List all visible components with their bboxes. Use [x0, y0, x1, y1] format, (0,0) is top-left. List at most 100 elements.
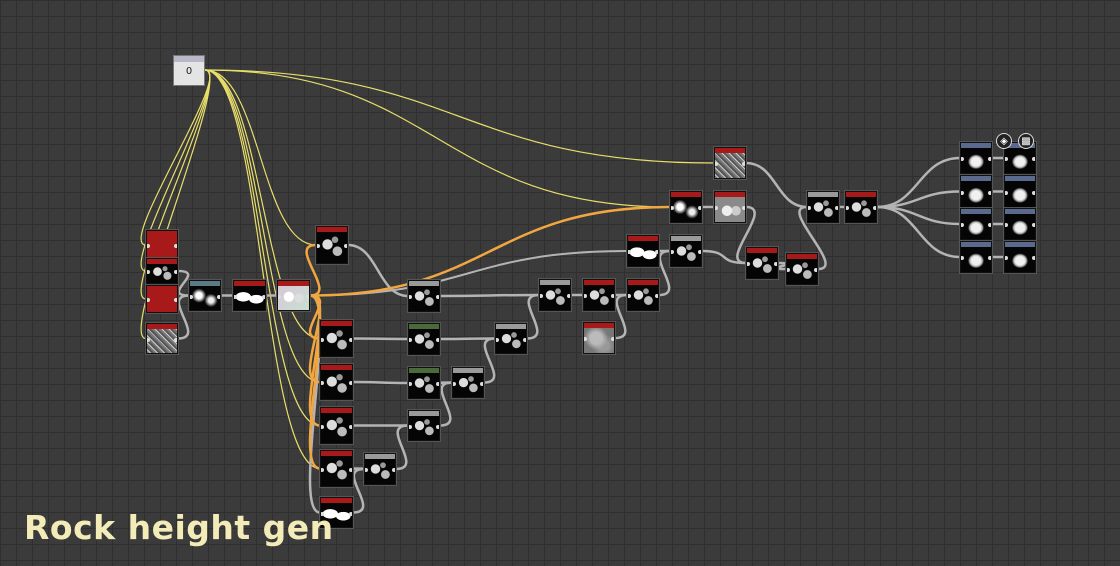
rock-variant-node-4-out-port[interactable]	[349, 424, 352, 429]
rock-variant-node-5[interactable]	[320, 450, 353, 487]
output-node-3-out-port[interactable]	[988, 223, 991, 227]
selected-wire-rock-variant-node-1[interactable]	[305, 243, 321, 297]
transform-node-2-out-port[interactable]	[436, 338, 439, 342]
transform-node-1-in-port[interactable]	[409, 295, 412, 299]
blend-node-4[interactable]	[539, 279, 571, 311]
output-node-4-out-port[interactable]	[988, 256, 991, 260]
preview-node-2-in-port[interactable]	[1005, 190, 1008, 195]
wire-blend-node-9-to-blend-node-10[interactable]	[798, 205, 827, 271]
blend-node-4-in-port[interactable]	[540, 294, 543, 298]
wire-noise-node-mid-to-blend-node-6[interactable]	[614, 293, 628, 340]
blend-node-2[interactable]	[364, 453, 396, 485]
input-node-top-out-port[interactable]	[174, 244, 177, 248]
final-blend-node-in-port[interactable]	[846, 206, 849, 210]
blend-node-5-out-port[interactable]	[611, 294, 614, 298]
noise-node-top-out-port[interactable]	[742, 162, 745, 166]
rock-variant-node-6[interactable]	[320, 497, 353, 528]
noise-node-mid-out-port[interactable]	[611, 337, 614, 341]
blend-node-3-in-port[interactable]	[496, 337, 499, 342]
preview-node-2-out-port[interactable]	[1032, 190, 1035, 195]
value-wire-rock-variant-node-3[interactable]	[204, 69, 321, 383]
transform-node-4[interactable]	[408, 410, 440, 441]
selected-wire-rock-variant-node-5[interactable]	[308, 294, 322, 470]
wire-final-to-output-node-4[interactable]	[876, 205, 961, 259]
transform-node-3-out-port[interactable]	[436, 382, 439, 386]
blend-node-10[interactable]	[807, 191, 839, 223]
transform-node-2[interactable]	[408, 323, 440, 355]
input-node-middle-out-port[interactable]	[174, 270, 177, 274]
blend-node-3-out-port[interactable]	[523, 337, 526, 342]
output-node-2[interactable]	[960, 175, 992, 208]
transform-node-1[interactable]	[408, 280, 440, 312]
shape-node-a-in-port[interactable]	[234, 294, 237, 299]
shape-node-c-out-port[interactable]	[698, 206, 701, 210]
transform-node-2-in-port[interactable]	[409, 338, 412, 342]
rock-variant-node-2-in-port[interactable]	[321, 337, 324, 342]
splitter-node-in-port[interactable]	[278, 294, 281, 299]
output-node-4[interactable]	[960, 241, 992, 273]
final-blend-node[interactable]	[845, 191, 877, 223]
blend-node-7[interactable]	[670, 235, 702, 267]
wire-transform-node-2-to-blend-node-3[interactable]	[439, 337, 496, 341]
blend-node-10-in-port[interactable]	[808, 206, 811, 210]
blend-node-5-in-port[interactable]	[584, 294, 587, 298]
blend-node-9-out-port[interactable]	[814, 268, 817, 272]
output-node-2-out-port[interactable]	[988, 190, 991, 195]
wire-grey-node-to-blend-node-8[interactable]	[736, 205, 756, 265]
noise-node-mid[interactable]	[583, 322, 615, 354]
shape-node-a[interactable]	[233, 280, 266, 311]
rock-variant-node-4-in-port[interactable]	[321, 424, 324, 429]
input-node-bottom-out-port[interactable]	[174, 298, 177, 302]
value-wire-noise-node-left[interactable]	[140, 69, 211, 340]
wire-noise-node-top-to-blend-node-10[interactable]	[745, 161, 808, 209]
blend-node-7-in-port[interactable]	[671, 250, 674, 254]
blend-node-5[interactable]	[583, 279, 615, 311]
input-node-middle-in-port[interactable]	[147, 270, 150, 274]
blend-node-2-in-port[interactable]	[365, 468, 368, 472]
shape-node-b[interactable]	[627, 235, 659, 267]
filter-node-a-in-port[interactable]	[190, 294, 193, 299]
blend-node-8[interactable]	[746, 247, 778, 279]
filter-node-a[interactable]	[189, 280, 221, 311]
rock-variant-node-1[interactable]	[316, 226, 348, 264]
preview-node-3-in-port[interactable]	[1005, 223, 1008, 227]
wire-blend-node-1-to-blend-node-3[interactable]	[483, 337, 496, 384]
wire-rock-variant-node-6-to-blend-node-2[interactable]	[352, 467, 365, 514]
blend-node-1-in-port[interactable]	[453, 381, 456, 386]
wire-transform-node-4-to-blend-node-1[interactable]	[439, 381, 453, 427]
noise-node-top-in-port[interactable]	[715, 162, 718, 166]
grey-node[interactable]	[714, 191, 746, 223]
splitter-node-out-port[interactable]	[306, 294, 309, 299]
preview-node-4[interactable]	[1004, 241, 1036, 273]
input-node-bottom-in-port[interactable]	[147, 298, 150, 302]
value-wire-shape-node-c[interactable]	[204, 69, 671, 208]
blend-node-3[interactable]	[495, 323, 527, 354]
value-wire-rock-variant-node-4[interactable]	[204, 69, 321, 427]
transform-node-4-out-port[interactable]	[436, 424, 439, 429]
blend-node-4-out-port[interactable]	[567, 294, 570, 298]
shape-node-b-out-port[interactable]	[655, 250, 658, 254]
input-node-middle[interactable]	[146, 258, 178, 284]
transform-node-4-in-port[interactable]	[409, 424, 412, 429]
2d-view-icon[interactable]: ▩	[1018, 133, 1034, 149]
value-node[interactable]: 0	[173, 55, 205, 86]
transform-node-1-out-port[interactable]	[436, 295, 439, 299]
preview-node-3-out-port[interactable]	[1032, 223, 1035, 227]
wire-blend-node-3-to-blend-node-4[interactable]	[526, 293, 540, 340]
rock-variant-node-6-in-port[interactable]	[321, 511, 324, 516]
noise-node-top[interactable]	[714, 147, 746, 179]
value-wire-rock-variant-node-5[interactable]	[204, 69, 321, 470]
wire-transform-node-1-to-blend-node-4[interactable]	[439, 293, 540, 298]
final-blend-node-out-port[interactable]	[873, 206, 876, 210]
rock-variant-node-1-in-port[interactable]	[317, 244, 320, 248]
output-node-1-in-port[interactable]	[961, 157, 964, 161]
preview-node-4-in-port[interactable]	[1005, 256, 1008, 260]
wire-rock-variant-node-1-to-transform-node-1[interactable]	[347, 243, 409, 298]
preview-node-1-out-port[interactable]	[1032, 157, 1035, 161]
preview-node-4-out-port[interactable]	[1032, 256, 1035, 260]
noise-node-left-out-port[interactable]	[174, 337, 177, 342]
wire-blend-node-2-to-transform-node-4[interactable]	[395, 424, 409, 471]
output-node-4-in-port[interactable]	[961, 256, 964, 260]
rock-variant-node-6-out-port[interactable]	[349, 511, 352, 516]
rock-variant-node-5-in-port[interactable]	[321, 467, 324, 472]
